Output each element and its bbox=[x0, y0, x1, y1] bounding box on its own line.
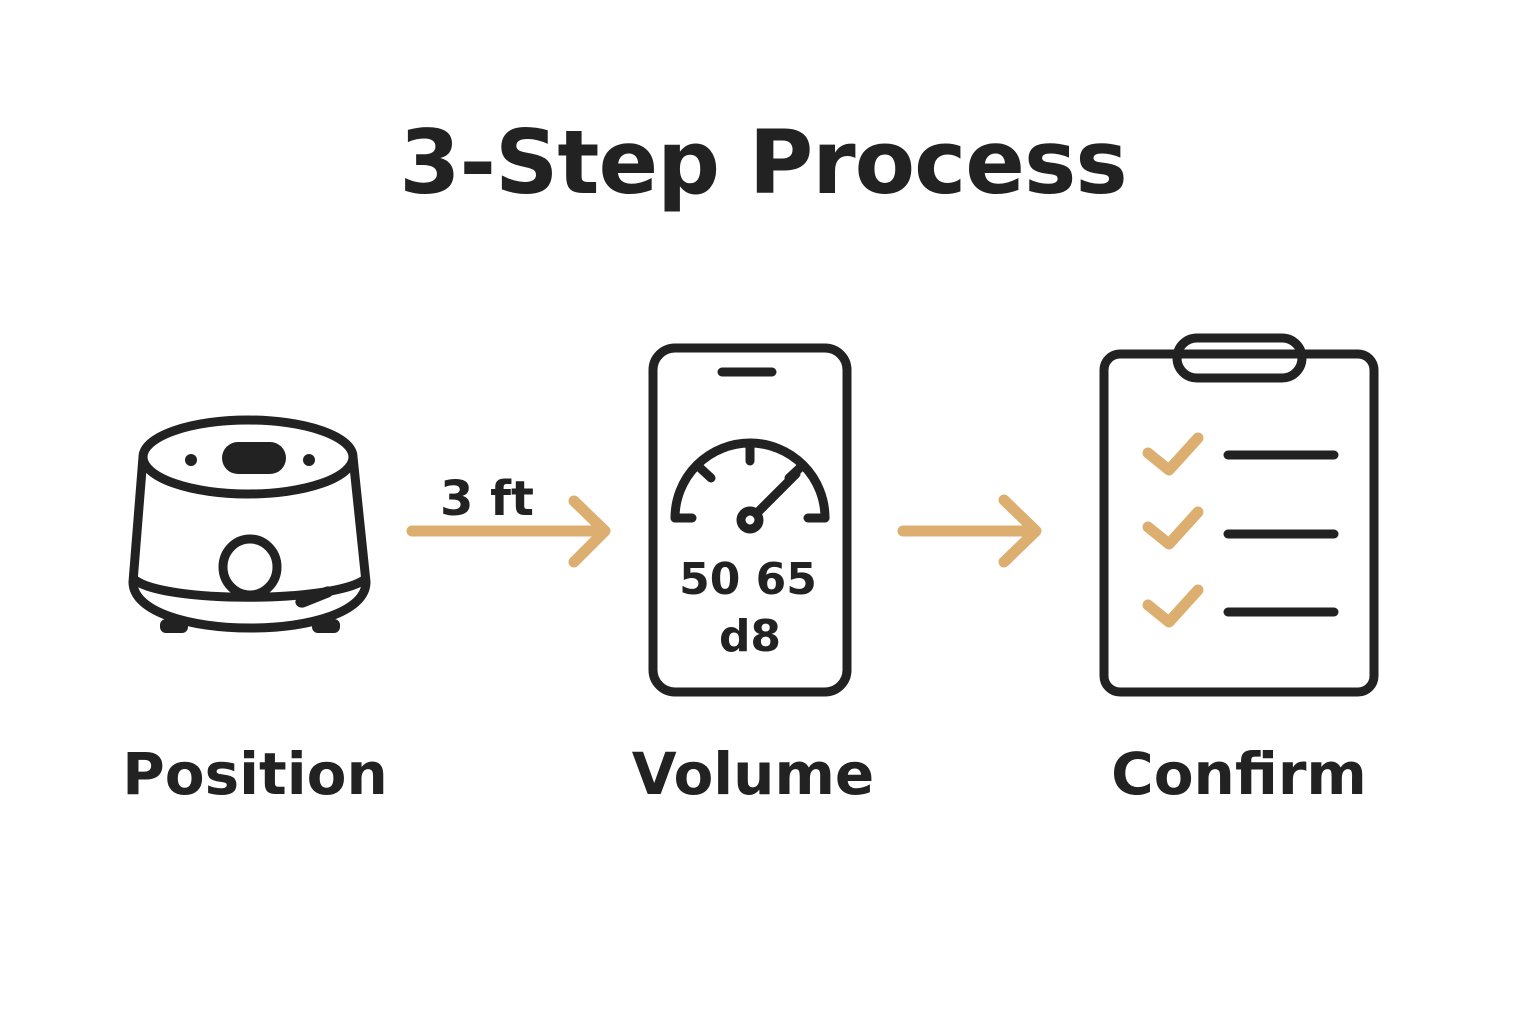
phone-decibel-meter-icon bbox=[648, 343, 852, 697]
page-title: 3-Step Process bbox=[399, 111, 1127, 214]
arrow-right-icon bbox=[897, 494, 1042, 568]
meter-readout: 50 65 bbox=[679, 554, 817, 605]
step-label-position: Position bbox=[122, 740, 388, 808]
check-icon bbox=[1142, 432, 1204, 476]
check-icon bbox=[1142, 584, 1204, 628]
distance-label: 3 ft bbox=[440, 471, 534, 527]
step-label-confirm: Confirm bbox=[1111, 740, 1367, 808]
check-icon bbox=[1142, 506, 1204, 550]
step-label-volume: Volume bbox=[631, 740, 875, 808]
meter-unit: d8 bbox=[719, 611, 781, 662]
sound-machine-icon bbox=[128, 415, 371, 633]
arrow-right-icon bbox=[406, 495, 611, 568]
checklist-clipboard-icon bbox=[1099, 333, 1379, 697]
